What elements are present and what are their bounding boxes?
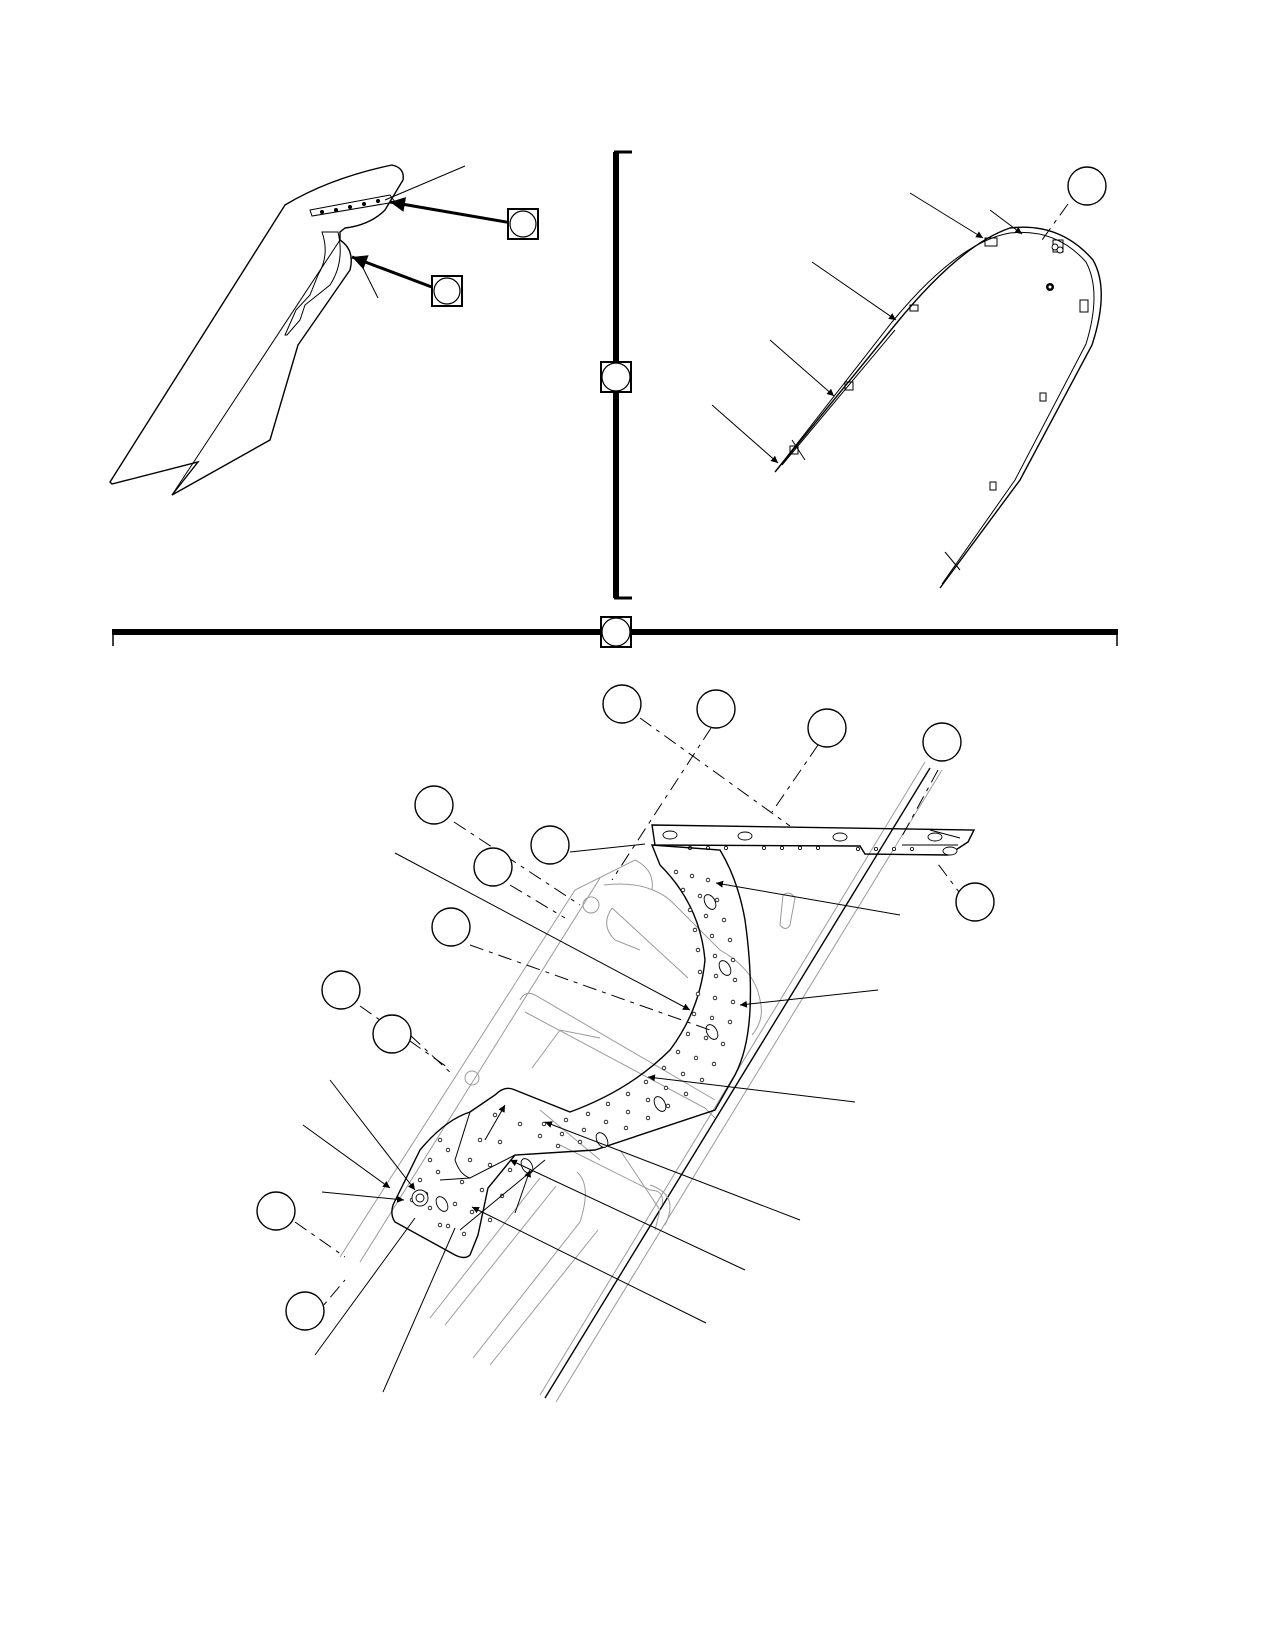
- stabilizer-outline: [109, 164, 404, 496]
- doubler-nutplates: [411, 894, 732, 1212]
- tip-strip-rivets: [320, 199, 380, 214]
- leader-arrow: [989, 209, 1023, 235]
- top-attach-bracket: [651, 824, 976, 856]
- circle-callout-icon: [256, 1191, 296, 1231]
- leader-lines: [302, 844, 958, 1393]
- circle-callout-icon: [696, 689, 736, 729]
- tip-cap-flange: [781, 329, 896, 466]
- circle-callout-icon: [414, 785, 454, 825]
- detail-view-stabilizer: [109, 164, 539, 496]
- leader-line: [384, 165, 466, 201]
- circle-callout-icon: [602, 684, 642, 724]
- detail-view-tip-cap: [711, 166, 1107, 589]
- callout-bubble: [601, 362, 631, 392]
- circle-callout-icon: [1067, 166, 1107, 206]
- centerline: [1041, 203, 1069, 241]
- callout-bubble: [601, 617, 631, 647]
- leader-arrow: [769, 339, 835, 397]
- circle-callout-icon: [285, 1291, 325, 1331]
- stabilizer-cutout: [284, 231, 341, 336]
- stabilizer-inner-edge: [171, 239, 341, 496]
- horizontal-divider: [112, 616, 1118, 648]
- doubler-rivet-pattern: [409, 869, 738, 1237]
- main-callouts: [256, 684, 995, 1331]
- circle-callout-icon: [473, 847, 513, 887]
- spar-structure: [339, 761, 943, 1403]
- circle-callout-icon: [431, 907, 471, 947]
- callout-bubble: [433, 277, 461, 305]
- tip-cap-outer: [774, 226, 1102, 589]
- circle-callout-icon: [955, 882, 995, 922]
- leader-arrow: [711, 404, 779, 464]
- circle-callout-icon: [807, 708, 847, 748]
- tip-cap-inner: [777, 231, 1095, 585]
- tip-cap-fasteners: [789, 237, 1089, 571]
- circle-callout-icon: [372, 1014, 412, 1054]
- circle-callout-icon: [530, 825, 570, 865]
- leader-arrow: [811, 261, 897, 321]
- circle-callout-icon: [321, 970, 361, 1010]
- arrow-icon: [389, 197, 513, 225]
- vertical-divider: [600, 150, 632, 600]
- circle-callout-icon: [922, 722, 962, 762]
- main-exploded-view: [256, 684, 995, 1403]
- leader-arrow: [909, 192, 984, 239]
- doubler-plate: [391, 844, 752, 1259]
- callout-bubble: [509, 210, 537, 238]
- arrow-icon: [351, 255, 446, 294]
